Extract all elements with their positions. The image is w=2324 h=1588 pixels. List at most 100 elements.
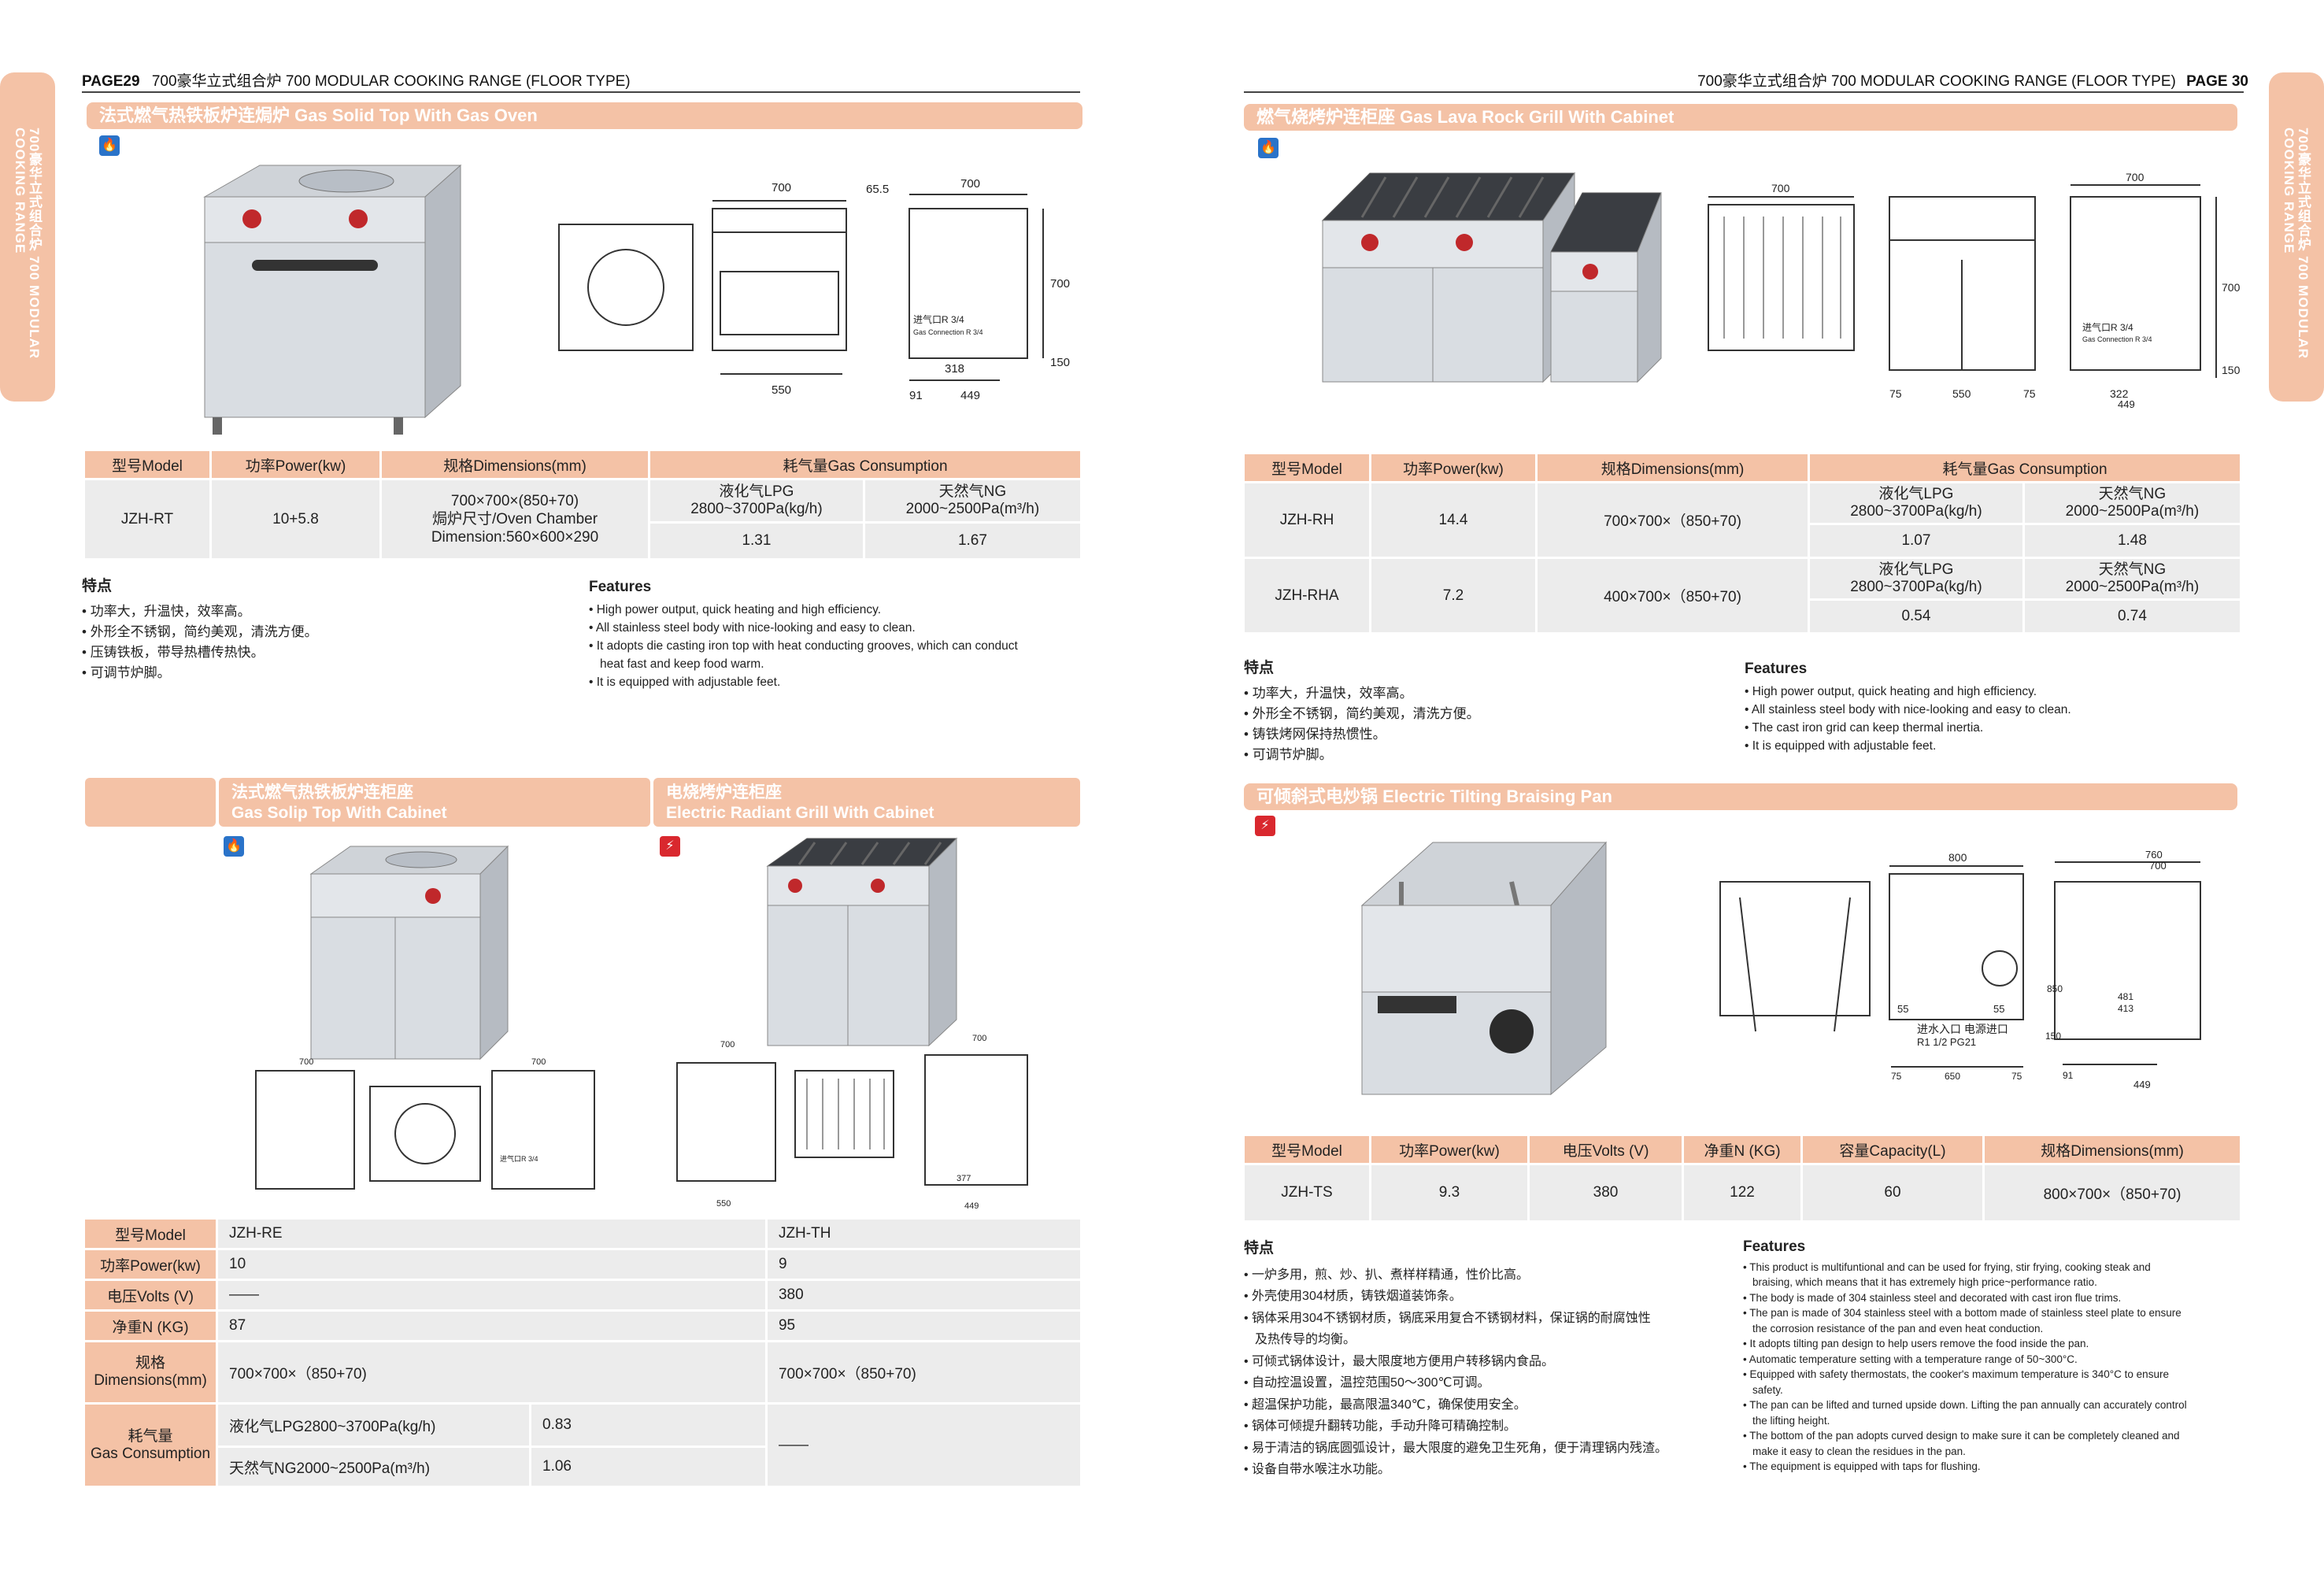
feature-item: make it easy to clean the residues in th… (1752, 1445, 1966, 1457)
feature-item: 自动控温设置，温控范围50～300℃可调。 (1244, 1372, 1740, 1394)
rt-features-en: Features High power output, quick heatin… (589, 578, 1085, 691)
feature-item: It adopts die casting iron top with heat… (589, 637, 1085, 655)
row-power-label: 功率Power(kw) (85, 1250, 216, 1279)
row-weight-label: 净重N (KG) (85, 1312, 216, 1340)
re-title-cn: 法式燃气热铁板炉连柜座 (231, 783, 413, 801)
re-dimensions: 700×700×（850+70) (218, 1342, 765, 1402)
feature-item: The bottom of the pan adopts curved desi… (1743, 1428, 2247, 1444)
cell-power: 9.3 (1371, 1165, 1527, 1220)
dim-label: 700 (2222, 281, 2241, 294)
cell-ng-value: 1.67 (864, 524, 1080, 558)
lpg-label: 液化气LPG (1878, 486, 1954, 502)
re-th-spec-table: 型号Model JZH-RE JZH-TH 功率Power(kw) 10 9 电… (83, 1217, 1082, 1488)
cell-weight: 122 (1684, 1165, 1800, 1220)
feature-item: High power output, quick heating and hig… (589, 601, 1085, 619)
th-section-title: 电烧烤炉连柜座 Electric Radiant Grill With Cabi… (653, 778, 1080, 827)
cell-capacity: 60 (1803, 1165, 1982, 1220)
dim-label: 700 (1050, 277, 1070, 291)
feature-item: All stainless steel body with nice-looki… (1745, 701, 2241, 719)
rh-features-en: Features High power output, quick heatin… (1745, 660, 2241, 755)
re-power: 10 (218, 1250, 765, 1279)
ts-technical-drawings: 800 760 700 55 55 进水入口 电源进口 R1 1/2 PG21 … (1719, 850, 2201, 1090)
gas-label-cn: 耗气量 (128, 1427, 173, 1445)
dim-label: 449 (960, 389, 980, 402)
ts-features-en: Features This product is multifuntional … (1743, 1239, 2247, 1475)
tilt-inlets-label: 进水入口 电源进口 (1917, 1023, 2008, 1035)
feature-item: The equipment is equipped with taps for … (1743, 1459, 2247, 1475)
dim-label: 150 (2222, 364, 2241, 376)
feature-item: It is equipped with adjustable feet. (589, 673, 1085, 691)
feature-item: This product is multifuntional and can b… (1743, 1260, 2247, 1275)
col-model: 型号Model (1245, 454, 1369, 481)
ts-section-title: 可倾斜式电炒锅 Electric Tilting Braising Pan (1244, 783, 2237, 810)
ng-range: 2000~2500Pa(m³/h) (2065, 503, 2200, 520)
th-dimensions: 700×700×（850+70) (767, 1342, 1080, 1402)
feature-item: The body is made of 304 stainless steel … (1743, 1290, 2247, 1306)
features-title-en: Features (1743, 1238, 1806, 1255)
dim-line: 700×700×(850+70) (450, 493, 579, 509)
dim-label: 700 (720, 1040, 735, 1049)
right-page-title: 700豪华立式组合炉 700 MODULAR COOKING RANGE (FL… (1697, 73, 2176, 90)
ng-range: 2000~2500Pa(m³/h) (2065, 579, 2200, 595)
left-page-header: PAGE29 700豪华立式组合炉 700 MODULAR COOKING RA… (82, 69, 631, 91)
col-power: 功率Power(kw) (1371, 1136, 1527, 1163)
gas-connection-label-en: Gas Connection R 3/4 (2082, 335, 2152, 343)
feature-item: The cast iron grid can keep thermal iner… (1745, 719, 2241, 737)
dim-label: 75 (2023, 387, 2036, 400)
feature-item: safety. (1752, 1383, 1783, 1396)
dim-label: 91 (909, 389, 923, 402)
flame-icon: 🔥 (224, 836, 244, 857)
re-model: JZH-RE (218, 1220, 765, 1248)
ng-label: 天然气NG (2098, 486, 2167, 502)
row-volts-label: 电压Volts (V) (85, 1281, 216, 1309)
left-side-tab: 700豪华立式组合炉 700 MODULAR COOKING RANGE (0, 72, 55, 402)
col-weight: 净重N (KG) (1684, 1136, 1800, 1163)
rt-product-photo (203, 164, 462, 435)
dim-line: 焗炉尺寸/Oven Chamber (431, 511, 598, 527)
dim-label: 800 (1948, 851, 1967, 864)
feature-item: 外形全不锈钢，简约美观，清洗方便。 (1244, 704, 1685, 724)
col-dimensions: 规格Dimensions(mm) (1538, 454, 1808, 481)
dim-label: 150 (1050, 356, 1070, 369)
right-page-number: PAGE 30 (2186, 73, 2248, 90)
re-volts: —— (218, 1281, 765, 1309)
ts-spec-table: 型号Model 功率Power(kw) 电压Volts (V) 净重N (KG)… (1242, 1134, 2242, 1223)
feature-item: 易于清洁的锅底圆弧设计，最大限度的避免卫生死角，便于清理锅内残渣。 (1244, 1438, 1740, 1460)
th-technical-drawings: 700 700 550 377 449 (676, 1034, 1028, 1211)
feature-item: 一炉多用，煎、炒、扒、煮样样精通，性价比高。 (1244, 1264, 1740, 1286)
ng-label: 天然气NG (2098, 561, 2167, 578)
rt-section-title: 法式燃气热铁板炉连焗炉 Gas Solid Top With Gas Oven (87, 102, 1082, 129)
lpg-range: 2800~3700Pa(kg/h) (1850, 503, 1982, 520)
cell-model: JZH-RH (1245, 483, 1369, 557)
col-power: 功率Power(kw) (212, 451, 379, 478)
col-gas: 耗气量Gas Consumption (1810, 454, 2240, 481)
features-title-cn: 特点 (1244, 660, 1275, 676)
dim-label: 550 (716, 1199, 731, 1209)
re-ng-value: 1.06 (531, 1448, 765, 1486)
cell-power: 7.2 (1371, 559, 1535, 632)
feature-item: Equipped with safety thermostats, the co… (1743, 1367, 2247, 1383)
lpg-range: 2800~3700Pa(kg/h) (690, 501, 823, 517)
re-product-photo (309, 845, 509, 1061)
lpg-label: 液化气LPG (719, 483, 794, 500)
cell-dimensions: 700×700×（850+70) (1538, 483, 1808, 557)
dim-label: 700 (2149, 860, 2167, 872)
dim-label: 55 (1897, 1003, 1908, 1015)
feature-item: 锅体可倾提升翻转功能，手动升降可精确控制。 (1244, 1416, 1740, 1438)
right-page-header: 700豪华立式组合炉 700 MODULAR COOKING RANGE (FL… (1697, 69, 2248, 91)
rh-product-photo (1321, 172, 1662, 383)
th-model: JZH-TH (767, 1220, 1080, 1248)
dim-label: 850 (2047, 983, 2063, 994)
th-product-photo (766, 837, 958, 1047)
re-technical-drawings: 700 700 进气口R 3/4 (255, 1057, 595, 1190)
feature-item: heat fast and keep food warm. (600, 657, 764, 671)
lpg-range: 2800~3700Pa(kg/h) (1850, 579, 1982, 595)
feature-item: 外壳使用304材质，铸铁烟道装饰条。 (1244, 1286, 1740, 1308)
lightning-icon: ⚡ (1255, 816, 1275, 836)
rt-features-cn: 特点 功率大，升温快，效率高。 外形全不锈钢，简约美观，清洗方便。 压铸铁板，带… (82, 576, 476, 683)
cell-power: 14.4 (1371, 483, 1535, 557)
